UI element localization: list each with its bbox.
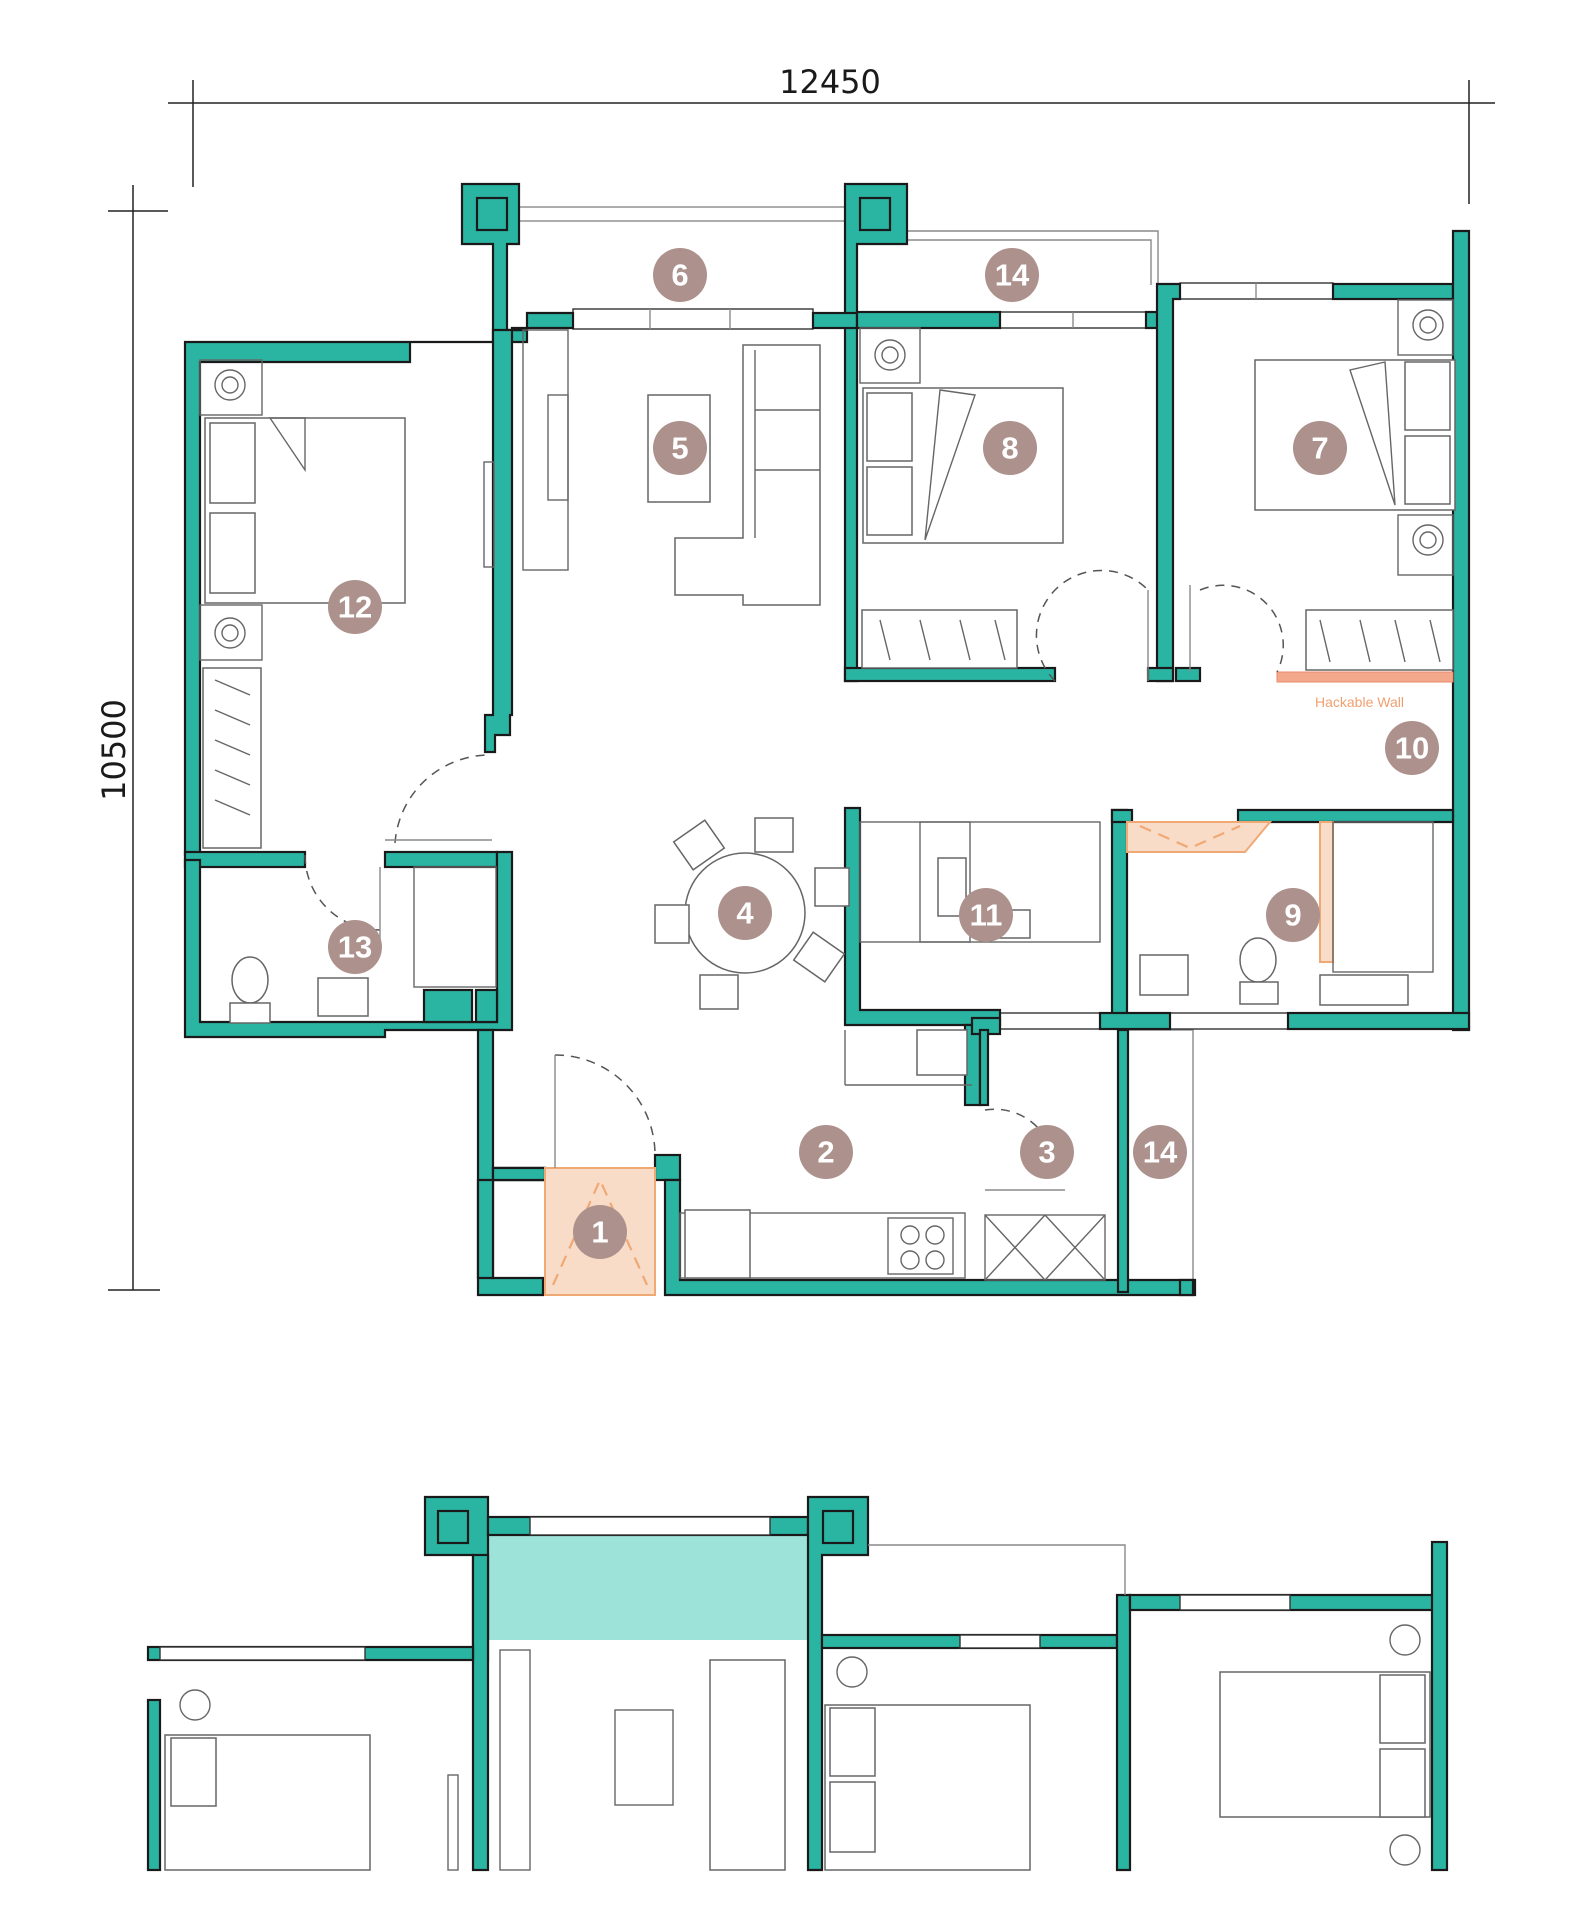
room-badge-14-balcony: 14 <box>985 248 1039 302</box>
furniture <box>199 299 1456 1281</box>
room-badge-5: 5 <box>653 421 707 475</box>
room-badge-4: 4 <box>718 886 772 940</box>
svg-text:2: 2 <box>817 1135 834 1170</box>
svg-text:7: 7 <box>1311 431 1328 466</box>
room-badge-13: 13 <box>328 920 382 974</box>
room-badge-10: 10 <box>1385 721 1439 775</box>
svg-text:14: 14 <box>995 258 1030 293</box>
svg-text:4: 4 <box>736 896 754 931</box>
hackable-wall <box>1276 671 1454 683</box>
room-badge-2: 2 <box>799 1125 853 1179</box>
room-badge-12: 12 <box>328 580 382 634</box>
room-badge-9: 9 <box>1266 888 1320 942</box>
width-dimension-label: 12450 <box>779 63 881 101</box>
svg-text:13: 13 <box>338 930 372 965</box>
lower-floor-plan <box>146 1495 1449 1872</box>
svg-text:10: 10 <box>1395 731 1429 766</box>
room-badge-14-yard: 14 <box>1133 1125 1187 1179</box>
room-badge-8: 8 <box>983 421 1037 475</box>
svg-text:8: 8 <box>1001 431 1018 466</box>
room-badge-6: 6 <box>653 248 707 302</box>
height-dimension-label: 10500 <box>95 699 133 801</box>
room-badge-7: 7 <box>1293 421 1347 475</box>
dimension-lines <box>108 80 1495 1291</box>
svg-text:12: 12 <box>338 590 372 625</box>
svg-text:9: 9 <box>1284 898 1301 933</box>
svg-text:14: 14 <box>1143 1135 1178 1170</box>
svg-text:11: 11 <box>970 898 1003 933</box>
svg-text:6: 6 <box>671 258 688 293</box>
room-badge-3: 3 <box>1020 1125 1074 1179</box>
svg-text:3: 3 <box>1038 1135 1055 1170</box>
hackable-wall-label: Hackable Wall <box>1315 694 1404 710</box>
room-badge-11: 11 <box>959 888 1013 942</box>
svg-text:5: 5 <box>671 431 688 466</box>
room-badge-1: 1 <box>573 1205 627 1259</box>
svg-text:1: 1 <box>591 1215 608 1250</box>
